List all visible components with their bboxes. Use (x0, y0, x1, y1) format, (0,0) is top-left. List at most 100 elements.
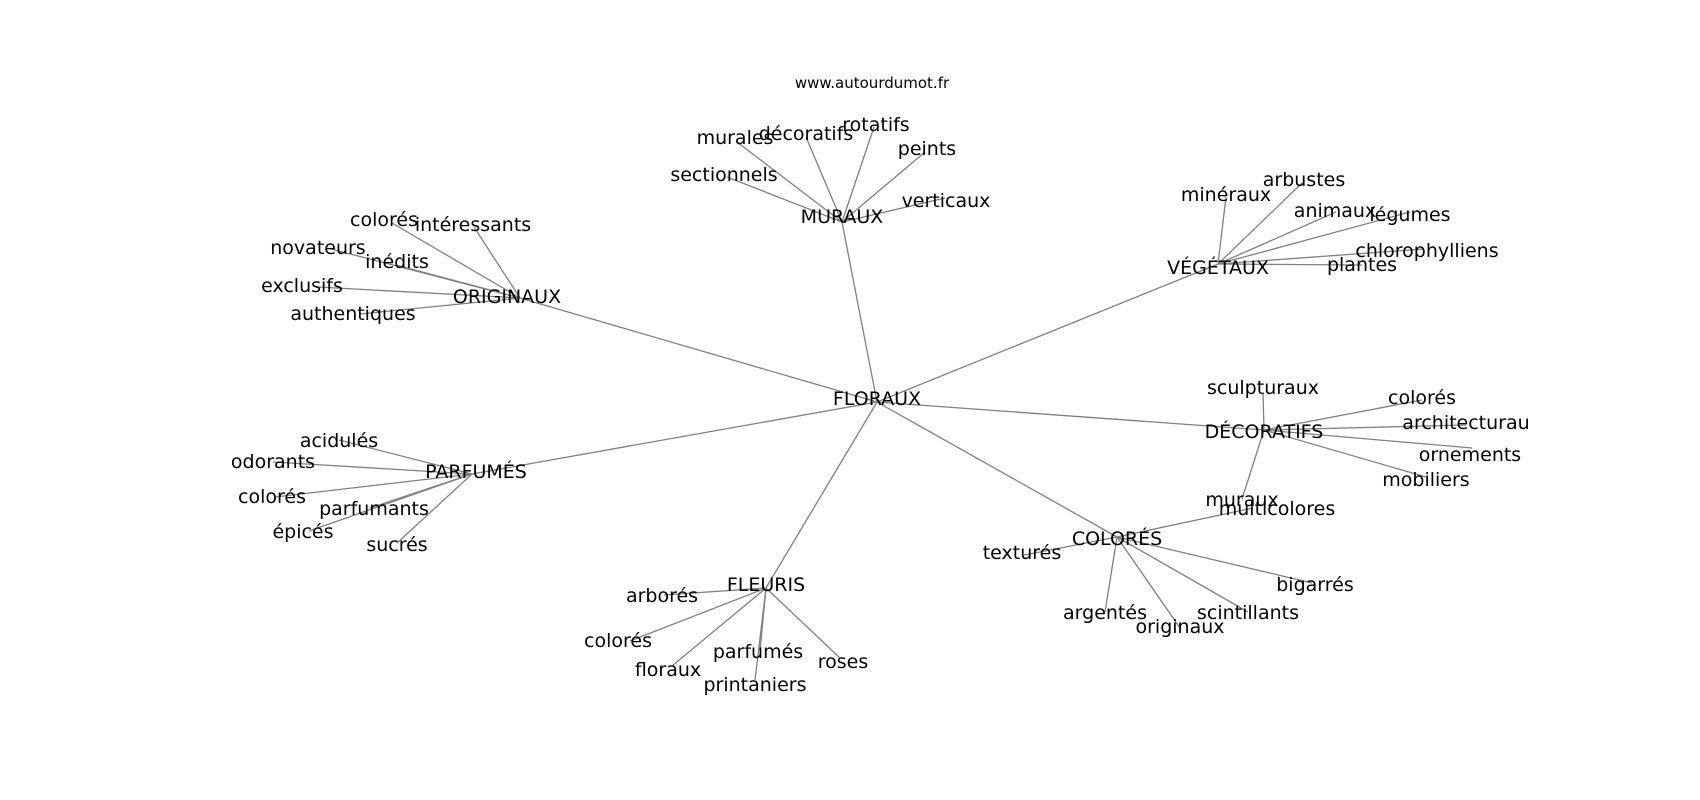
node-leaf-decoratifs-4: mobiliers (1382, 469, 1469, 491)
edge-fleuris-leaf-0 (663, 587, 767, 596)
node-leaf-fleuris-0: arborés (626, 585, 698, 607)
node-leaf-fleuris-3: floraux (635, 659, 701, 681)
edge-muraux-leaf-4 (726, 176, 843, 223)
node-center: FLORAUX (833, 388, 921, 410)
node-hub-colores: COLORÉS (1072, 527, 1162, 550)
node-leaf-muraux-4: sectionnels (670, 164, 777, 186)
node-leaf-originaux-2: novateurs (270, 237, 365, 259)
edge-vegetaux-leaf-2 (1217, 211, 1337, 265)
edge-muraux-leaf-1 (805, 136, 843, 223)
node-leaf-parfumes-4: épicés (272, 521, 333, 543)
edge-decoratifs-leaf-5 (1241, 429, 1265, 500)
edge-colores-leaf-0 (1116, 507, 1254, 538)
node-leaf-vegetaux-4: chlorophylliens (1355, 240, 1498, 262)
edge-fleuris-leaf-3 (671, 587, 767, 667)
node-hub-muraux: MURAUX (801, 206, 884, 228)
edge-center-vegetaux (876, 263, 1219, 403)
edge-originaux-leaf-3 (395, 264, 521, 299)
node-hub-fleuris: FLEURIS (727, 574, 805, 596)
edge-muraux-leaf-2 (841, 126, 875, 223)
node-leaf-vegetaux-3: légumes (1369, 204, 1450, 226)
edge-decoratifs-leaf-0 (1262, 392, 1265, 431)
edges (272, 126, 1473, 681)
node-leaf-decoratifs-1: colorés (1388, 387, 1456, 409)
node-leaf-decoratifs-0: sculpturaux (1207, 377, 1319, 399)
edge-center-muraux (841, 221, 878, 403)
edge-muraux-leaf-0 (736, 141, 843, 223)
node-leaf-parfumes-5: sucrés (366, 534, 427, 556)
edge-colores-leaf-2 (1116, 536, 1313, 584)
edge-center-colores (876, 401, 1118, 538)
edge-vegetaux-leaf-0 (1217, 196, 1227, 265)
node-leaf-vegetaux-2: animaux (1294, 200, 1376, 222)
node-leaf-originaux-4: exclusifs (261, 275, 343, 297)
node-leaf-colores-5: originaux (1135, 616, 1224, 638)
node-leaf-parfumes-1: odorants (231, 451, 315, 473)
edge-colores-leaf-1 (1023, 536, 1118, 556)
node-leaf-originaux-3: inédits (365, 251, 429, 273)
edge-fleuris-leaf-1 (629, 587, 767, 642)
edge-originaux-leaf-1 (473, 226, 521, 299)
node-leaf-parfumes-0: acidulés (300, 430, 378, 452)
node-leaf-originaux-0: colorés (350, 209, 418, 231)
node-leaf-fleuris-1: colorés (584, 630, 652, 652)
node-leaf-decoratifs-5: muraux (1205, 489, 1278, 511)
edge-parfumes-leaf-2 (274, 473, 473, 498)
edge-colores-leaf-5 (1116, 536, 1181, 629)
edge-decoratifs-leaf-4 (1263, 429, 1427, 478)
edge-parfumes-leaf-4 (308, 473, 473, 532)
nodes: FLORAUX MURAUX muralesdécoratifsrotatifspe… (231, 114, 1530, 696)
edge-originaux-leaf-0 (391, 222, 521, 299)
edge-vegetaux-leaf-1 (1217, 182, 1303, 265)
node-leaf-muraux-3: peints (898, 138, 956, 160)
edge-originaux-leaf-4 (317, 286, 521, 299)
edge-center-parfumes (471, 401, 878, 475)
node-leaf-colores-4: scintillants (1197, 602, 1299, 624)
node-leaf-colores-1: texturés (983, 542, 1062, 564)
node-leaf-colores-3: argentés (1063, 602, 1147, 624)
edge-center-originaux (519, 297, 878, 403)
edge-colores-leaf-3 (1104, 536, 1118, 613)
source-url: www.autourdumot.fr (795, 74, 950, 92)
edge-muraux-leaf-3 (841, 151, 926, 223)
node-leaf-muraux-2: rotatifs (842, 114, 909, 136)
node-leaf-decoratifs-3: ornements (1419, 444, 1521, 466)
node-leaf-colores-0: multicolores (1219, 498, 1336, 520)
edge-center-decoratifs (876, 401, 1265, 431)
node-leaf-originaux-5: authentiques (290, 303, 415, 325)
node-leaf-fleuris-2: parfumés (713, 641, 803, 663)
edge-muraux-leaf-5 (841, 197, 946, 223)
node-hub-decoratifs: DÉCORATIFS (1205, 420, 1324, 443)
node-leaf-colores-2: bigarrés (1276, 574, 1354, 596)
edge-vegetaux-leaf-5 (1217, 263, 1363, 266)
node-leaf-parfumes-3: parfumants (319, 498, 429, 520)
node-leaf-vegetaux-5: plantes (1327, 254, 1397, 276)
node-leaf-muraux-5: verticaux (902, 190, 991, 212)
edge-decoratifs-leaf-2 (1263, 424, 1467, 431)
edge-originaux-leaf-5 (359, 297, 521, 315)
node-hub-parfumes: PARFUMÉS (425, 460, 527, 483)
node-leaf-fleuris-5: printaniers (703, 674, 806, 696)
edge-decoratifs-leaf-3 (1263, 429, 1473, 449)
node-leaf-decoratifs-2: architecturau (1402, 412, 1529, 434)
edge-decoratifs-leaf-1 (1263, 399, 1423, 431)
node-leaf-parfumes-2: colorés (238, 486, 306, 508)
edge-parfumes-leaf-0 (338, 439, 473, 475)
edge-colores-leaf-4 (1116, 536, 1249, 613)
edge-parfumes-leaf-1 (272, 461, 473, 475)
node-leaf-vegetaux-0: minéraux (1181, 184, 1271, 206)
edge-fleuris-leaf-4 (765, 587, 841, 659)
node-leaf-fleuris-4: roses (818, 651, 869, 673)
edge-fleuris-leaf-5 (754, 587, 767, 681)
node-leaf-muraux-1: décoratifs (759, 123, 854, 145)
edge-parfumes-leaf-5 (396, 473, 473, 544)
node-hub-vegetaux: VÉGÉTAUX (1167, 256, 1269, 279)
node-leaf-originaux-1: intéressants (415, 214, 531, 236)
edge-center-fleuris (765, 401, 878, 589)
edge-vegetaux-leaf-3 (1217, 211, 1411, 265)
node-leaf-muraux-0: murales (697, 127, 774, 149)
node-hub-originaux: ORIGINAUX (453, 286, 561, 308)
edge-vegetaux-leaf-4 (1217, 248, 1425, 265)
node-leaf-vegetaux-1: arbustes (1263, 169, 1346, 191)
